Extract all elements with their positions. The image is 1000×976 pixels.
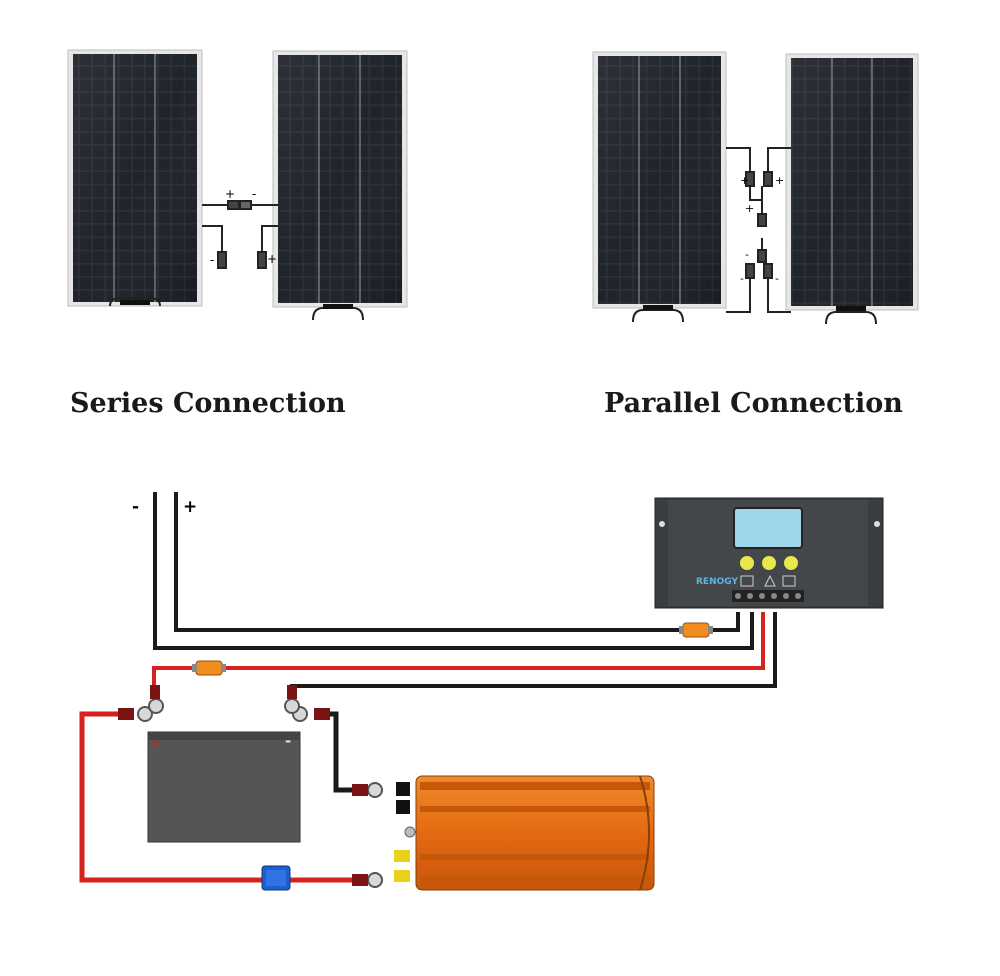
- controller-brand-label: RENOGY: [696, 577, 738, 587]
- battery-plus-label: +: [150, 737, 161, 752]
- parallel-plus-label: +: [740, 174, 749, 187]
- battery-terminal-lugs: [118, 685, 383, 888]
- series-connector-cables: [202, 200, 278, 269]
- parallel-minus-label: -: [745, 248, 749, 261]
- parallel-minus-label-3: -: [775, 272, 779, 285]
- series-minus-label-2: -: [210, 253, 214, 267]
- series-plus-label: +: [225, 187, 235, 201]
- battery-fuse: [192, 660, 226, 676]
- parallel-plus-label-3: +: [745, 202, 754, 215]
- battery-controller-wires: [152, 612, 777, 692]
- parallel-minus-label-2: -: [740, 272, 744, 285]
- charge-controller: [654, 497, 884, 609]
- solar-minus-label: -: [132, 497, 139, 517]
- parallel-panel-right: [785, 53, 919, 325]
- parallel-connector-cables: [726, 147, 791, 313]
- solar-plus-label: +: [183, 497, 197, 517]
- inverter-fuse: [261, 865, 291, 891]
- series-panel-right: [272, 50, 408, 321]
- parallel-connection-caption: Parallel Connection: [604, 388, 903, 419]
- inverter: [394, 775, 655, 891]
- parallel-panel-left: [592, 51, 727, 323]
- battery-minus-label: -: [285, 732, 291, 750]
- series-minus-label: -: [252, 187, 256, 201]
- series-connection-caption: Series Connection: [70, 388, 346, 419]
- solar-fuse: [679, 622, 713, 638]
- series-plus-label-2: +: [267, 252, 277, 266]
- battery: [147, 731, 301, 843]
- series-panel-left: [67, 49, 203, 307]
- parallel-plus-label-2: +: [775, 174, 784, 187]
- solar-input-wires: [153, 492, 754, 650]
